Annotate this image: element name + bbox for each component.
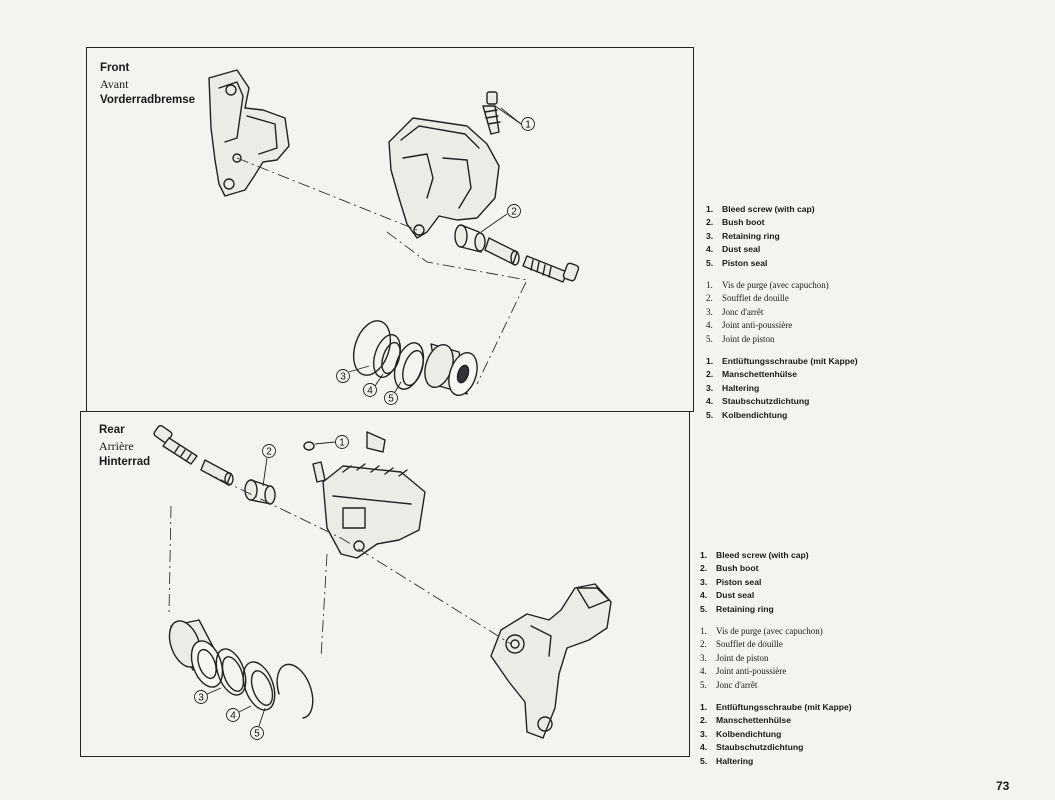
front-callout-3: 3 (340, 372, 346, 383)
rear-legend-english: 1.Bleed screw (with cap) 2.Bush boot 3.P… (700, 549, 852, 616)
front-bleed-screw (482, 91, 501, 135)
front-pin-and-bolt (484, 237, 580, 283)
legend-item: 2.Manschettenhülse (700, 715, 791, 726)
front-title-de: Vorderradbremse (100, 94, 196, 106)
front-callout-2: 2 (511, 207, 517, 218)
rear-piston-seal (215, 648, 247, 696)
rear-title-fr: Arrière (99, 439, 134, 453)
page-number: 73 (996, 779, 1010, 793)
rear-caliper-exploded-drawing: 1 2 3 4 5 (153, 424, 612, 740)
rear-retaining-ring (276, 663, 314, 719)
rear-caliper-body (322, 431, 426, 559)
front-caliper-body (388, 117, 500, 239)
front-piston-seal (393, 342, 425, 390)
legend-item: 4.Dust seal (700, 590, 755, 601)
rear-callout-4: 4 (230, 711, 236, 722)
rear-caliper-bracket (490, 583, 612, 739)
front-legend-german: 1.Entlüftungsschraube (mit Kappe) 2.Mans… (706, 355, 858, 422)
legend-item: 1.Bleed screw (with cap) (706, 204, 815, 214)
legend-item: 5.Jonc d'arrêt (700, 679, 758, 690)
legend-item: 1.Vis de purge (avec capuchon) (700, 626, 823, 637)
front-callout-4: 4 (367, 386, 373, 397)
legend-item: 2.Bush boot (700, 563, 759, 574)
rear-sleeve (200, 459, 234, 486)
legend-item: 4.Joint anti-poussière (706, 320, 793, 331)
front-bush-boot (454, 224, 486, 253)
rear-legend-german: 1.Entlüftungsschraube (mit Kappe) 2.Mans… (700, 701, 852, 768)
legend-item: 1.Bleed screw (with cap) (700, 550, 809, 560)
legend-item: 1.Vis de purge (avec capuchon) (706, 280, 829, 291)
legend-item: 4.Staubschutzdichtung (700, 742, 804, 753)
rear-callout-3: 3 (198, 693, 204, 704)
legend-item: 5.Piston seal (706, 257, 768, 268)
rear-parts-legend: 1.Bleed screw (with cap) 2.Bush boot 3.P… (700, 549, 852, 777)
front-legend-english: 1.Bleed screw (with cap) 2.Bush boot 3.R… (706, 203, 858, 270)
rear-callout-1: 1 (339, 438, 345, 449)
rear-bush-boot (244, 479, 276, 505)
legend-item: 1.Entlüftungsschraube (mit Kappe) (706, 356, 858, 367)
front-title-fr: Avant (100, 77, 129, 91)
rear-piston (168, 619, 224, 688)
rear-legend-french: 1.Vis de purge (avec capuchon) 2.Souffle… (700, 625, 852, 692)
front-retaining-ring (352, 320, 392, 376)
legend-item: 2.Manschettenhülse (706, 369, 797, 380)
front-brake-panel: Front Avant Vorderradbremse (86, 47, 694, 412)
legend-item: 3.Piston seal (700, 576, 762, 587)
rear-callout-5: 5 (254, 729, 260, 740)
legend-item: 3.Kolbendichtung (700, 728, 782, 739)
legend-item: 5.Joint de piston (706, 333, 775, 344)
legend-item: 5.Retaining ring (700, 603, 774, 614)
front-piston (424, 343, 478, 397)
legend-item: 3.Haltering (706, 382, 760, 393)
rear-title-en: Rear (99, 424, 125, 436)
legend-item: 3.Jonc d'arrêt (706, 306, 764, 317)
legend-item: 3.Joint de piston (700, 652, 769, 663)
front-callout-1: 1 (525, 120, 531, 131)
rear-brake-panel: Rear Arrière Hinterrad (80, 411, 690, 757)
legend-item: 4.Dust seal (706, 244, 761, 255)
rear-callout-2: 2 (266, 447, 272, 458)
legend-item: 1.Entlüftungsschraube (mit Kappe) (700, 702, 852, 713)
rear-dust-seal (242, 661, 276, 711)
rear-pin-bolt (153, 424, 198, 465)
rear-panel-title: Rear Arrière Hinterrad (99, 422, 150, 470)
rear-title-de: Hinterrad (99, 456, 151, 468)
front-caliper-exploded-drawing: 1 2 3 4 5 (208, 69, 580, 405)
rear-bleed-screw (303, 441, 326, 483)
front-title-en: Front (100, 62, 130, 74)
legend-item: 5.Kolbendichtung (706, 409, 788, 420)
legend-item: 2.Soufflet de douille (700, 639, 783, 650)
front-legend-french: 1.Vis de purge (avec capuchon) 2.Souffle… (706, 279, 858, 346)
legend-item: 3.Retaining ring (706, 230, 780, 241)
legend-item: 2.Soufflet de douille (706, 293, 789, 304)
legend-item: 2.Bush boot (706, 217, 765, 228)
front-dust-seal (373, 334, 401, 378)
front-parts-legend: 1.Bleed screw (with cap) 2.Bush boot 3.R… (706, 203, 858, 431)
front-callout-5: 5 (388, 394, 394, 405)
legend-item: 4.Joint anti-poussière (700, 666, 787, 677)
legend-item: 4.Staubschutzdichtung (706, 396, 810, 407)
front-caliper-bracket (208, 69, 290, 197)
legend-item: 5.Haltering (700, 755, 754, 766)
front-panel-title: Front Avant Vorderradbremse (100, 60, 195, 108)
